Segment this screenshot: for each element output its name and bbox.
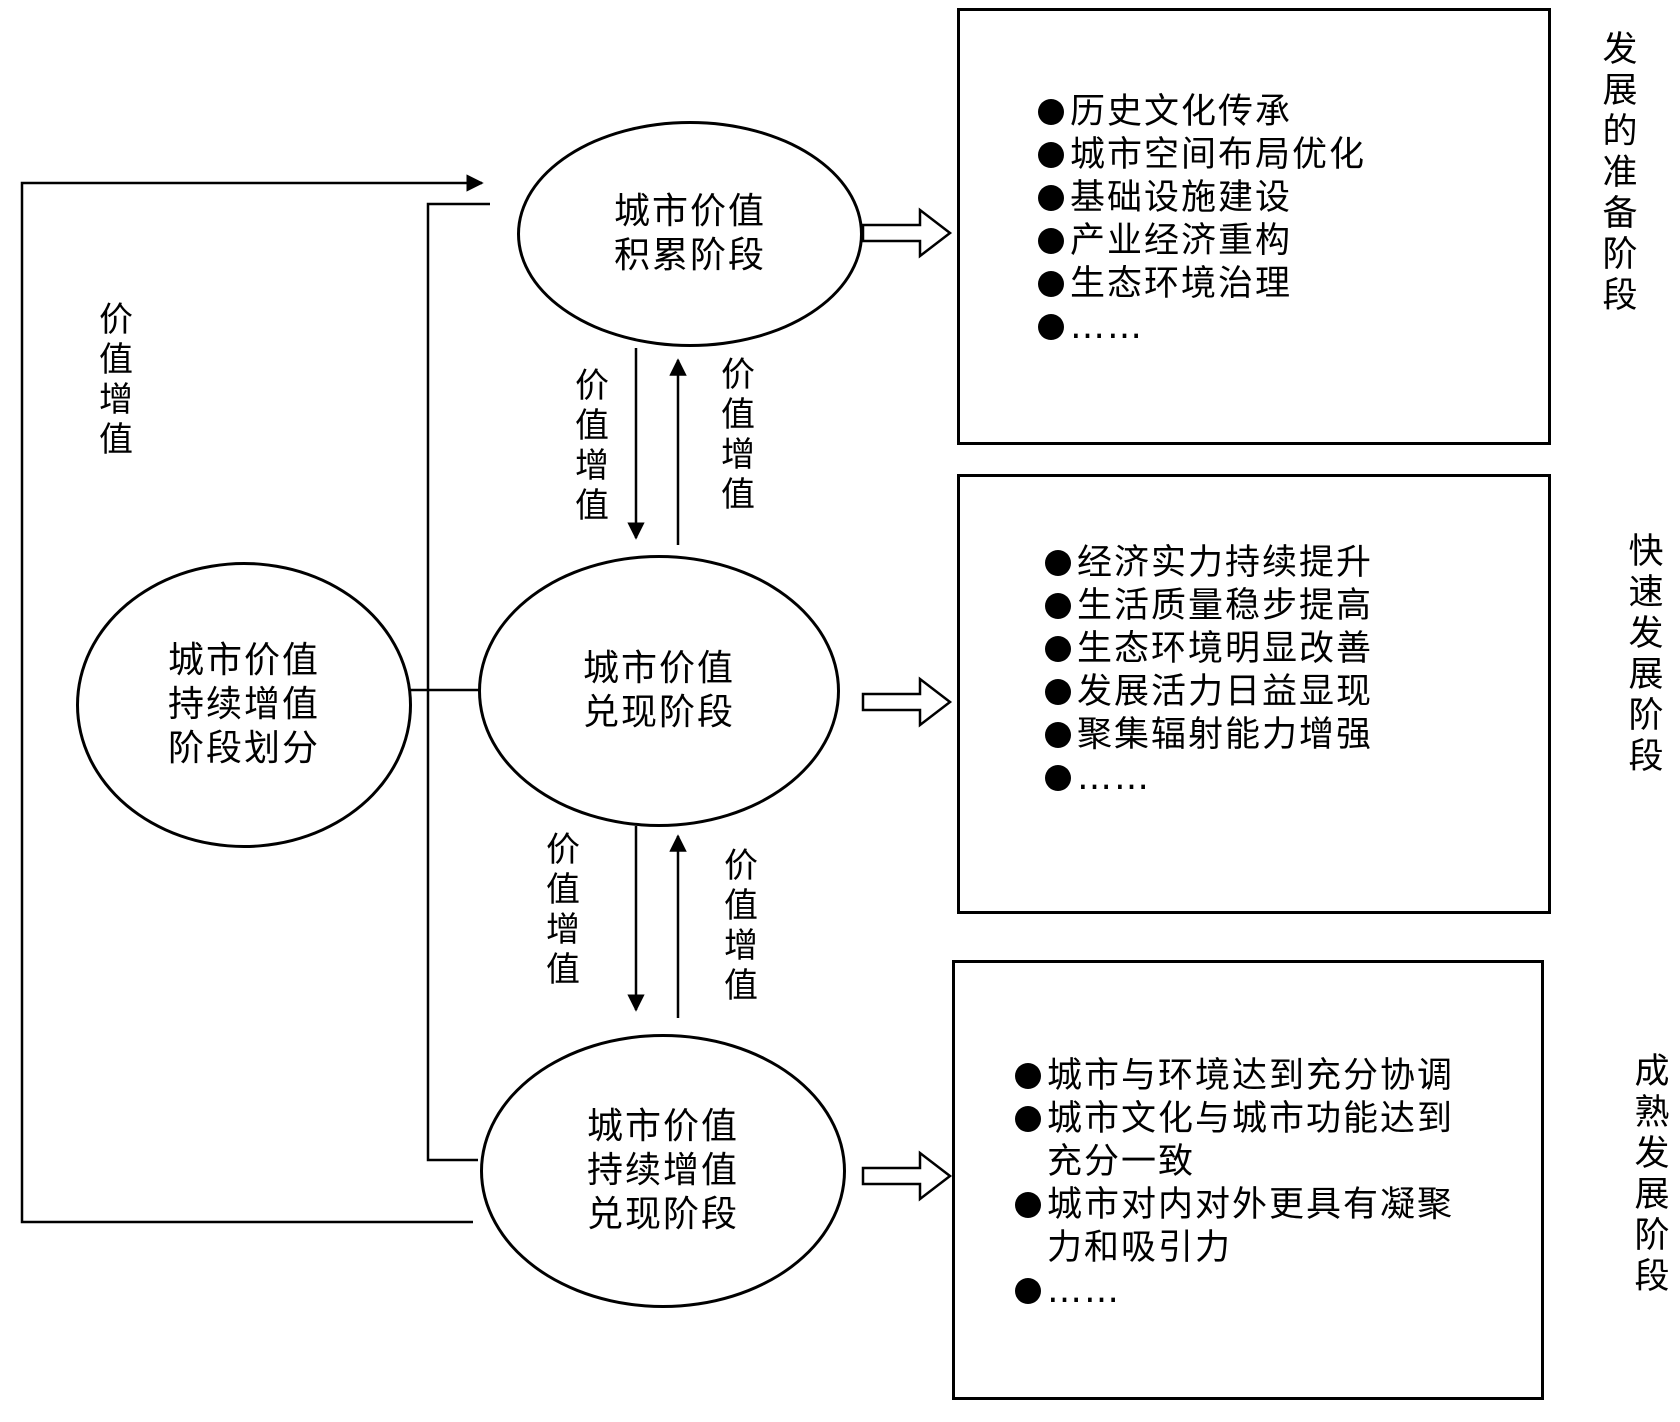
bullet-icon [1038, 99, 1064, 125]
outer-loop-label: 价值增值 [99, 300, 133, 460]
feature-item-text: 历史文化传承 [1070, 92, 1293, 132]
feature-item: …… [1038, 306, 1366, 349]
bullet-icon [1015, 1192, 1041, 1218]
bullet-icon [1038, 271, 1064, 297]
bullet-icon [1015, 1278, 1041, 1304]
feature-item: 城市文化与城市功能达到 [1015, 1098, 1454, 1141]
bullet-icon [1038, 142, 1064, 168]
phase-label-rapid: 快速发展阶段 [1628, 532, 1664, 777]
feature-item: 发展活力日益显现 [1045, 671, 1373, 714]
stage1-up-label: 价值增值 [721, 355, 755, 515]
feature-box-mature: 城市与环境达到充分协调城市文化与城市功能达到充分一致城市对内对外更具有凝聚力和吸… [952, 960, 1544, 1400]
stage1-to-box-arrow [861, 207, 953, 259]
feature-item: 聚集辐射能力增强 [1045, 714, 1373, 757]
feature-item-text: …… [1070, 307, 1144, 347]
feature-item: 城市空间布局优化 [1038, 134, 1366, 177]
bullet-icon [1038, 314, 1064, 340]
stage-line: 积累阶段 [613, 235, 766, 276]
feature-item: 生态环境治理 [1038, 263, 1366, 306]
feature-item-text: 产业经济重构 [1070, 221, 1293, 261]
stage-realization: 城市价值 兑现阶段 [478, 555, 840, 827]
feature-item-text: 生活质量稳步提高 [1077, 586, 1374, 626]
feature-item-text: 发展活力日益显现 [1077, 672, 1374, 712]
bullet-icon [1045, 636, 1071, 662]
feature-item: 生态环境明显改善 [1045, 628, 1373, 671]
feature-box-rapid: 经济实力持续提升生活质量稳步提高生态环境明显改善发展活力日益显现聚集辐射能力增强… [957, 474, 1551, 914]
feature-item-text: 基础设施建设 [1070, 178, 1293, 218]
stage-line: 持续增值 [586, 1150, 739, 1191]
feature-item-text: 城市对内对外更具有凝聚 [1047, 1185, 1455, 1225]
stage2-down-label: 价值增值 [546, 830, 580, 990]
feature-item: 城市与环境达到充分协调 [1015, 1055, 1454, 1098]
outer-loop-line [20, 174, 484, 1224]
feature-item-text: 生态环境明显改善 [1077, 629, 1374, 669]
feature-item-text: …… [1047, 1271, 1121, 1311]
feature-item: 基础设施建设 [1038, 177, 1366, 220]
phase-label-mature: 成熟发展阶段 [1634, 1052, 1670, 1297]
bullet-icon [1045, 593, 1071, 619]
stage-line: 城市价值 [613, 191, 766, 232]
feature-item-text: 充分一致 [1047, 1142, 1196, 1182]
stage1-down-label: 价值增值 [575, 366, 609, 526]
feature-item: …… [1045, 757, 1373, 800]
bullet-icon [1038, 228, 1064, 254]
feature-item: 城市对内对外更具有凝聚 [1015, 1184, 1454, 1227]
feature-item-text: 城市空间布局优化 [1070, 135, 1367, 175]
main-node-line: 城市价值 [167, 640, 320, 681]
stage-line: 城市价值 [582, 648, 735, 689]
feature-item: 历史文化传承 [1038, 91, 1366, 134]
feature-item-text: 聚集辐射能力增强 [1077, 715, 1374, 755]
stage-line: 兑现阶段 [582, 692, 735, 733]
feature-item-text: 城市与环境达到充分协调 [1047, 1056, 1455, 1096]
bullet-icon [1038, 185, 1064, 211]
feature-item-text: 生态环境治理 [1070, 264, 1293, 304]
feature-item: 力和吸引力 [1015, 1227, 1454, 1270]
stage-line: 城市价值 [586, 1106, 739, 1147]
feature-item-text: …… [1077, 758, 1151, 798]
feature-item: 充分一致 [1015, 1141, 1454, 1184]
bullet-icon [1045, 550, 1071, 576]
feature-item: 产业经济重构 [1038, 220, 1366, 263]
stage-sustained-realization: 城市价值 持续增值 兑现阶段 [480, 1034, 846, 1308]
bullet-icon [1015, 1063, 1041, 1089]
feature-box-preparation: 历史文化传承城市空间布局优化基础设施建设产业经济重构生态环境治理…… [957, 8, 1551, 445]
feature-item-text: 经济实力持续提升 [1077, 543, 1374, 583]
bullet-icon [1015, 1106, 1041, 1132]
stage2-to-box-arrow [861, 676, 953, 728]
feature-item-text: 城市文化与城市功能达到 [1047, 1099, 1455, 1139]
stage-accumulation: 城市价值 积累阶段 [517, 121, 863, 347]
phase-label-preparation: 发展的准备阶段 [1602, 30, 1638, 316]
feature-item: 经济实力持续提升 [1045, 542, 1373, 585]
stage3-to-box-arrow [861, 1150, 953, 1202]
bullet-icon [1045, 765, 1071, 791]
feature-item: 生活质量稳步提高 [1045, 585, 1373, 628]
main-node: 城市价值 持续增值 阶段划分 [76, 562, 412, 848]
feature-item-text: 力和吸引力 [1047, 1228, 1233, 1268]
main-node-line: 阶段划分 [167, 728, 320, 769]
bullet-icon [1045, 679, 1071, 705]
feature-item: …… [1015, 1270, 1454, 1313]
bullet-icon [1045, 722, 1071, 748]
stage-line: 兑现阶段 [586, 1194, 739, 1235]
stage2-up-label: 价值增值 [724, 846, 758, 1006]
inner-bracket-line [426, 202, 490, 1162]
main-node-line: 持续增值 [167, 684, 320, 725]
